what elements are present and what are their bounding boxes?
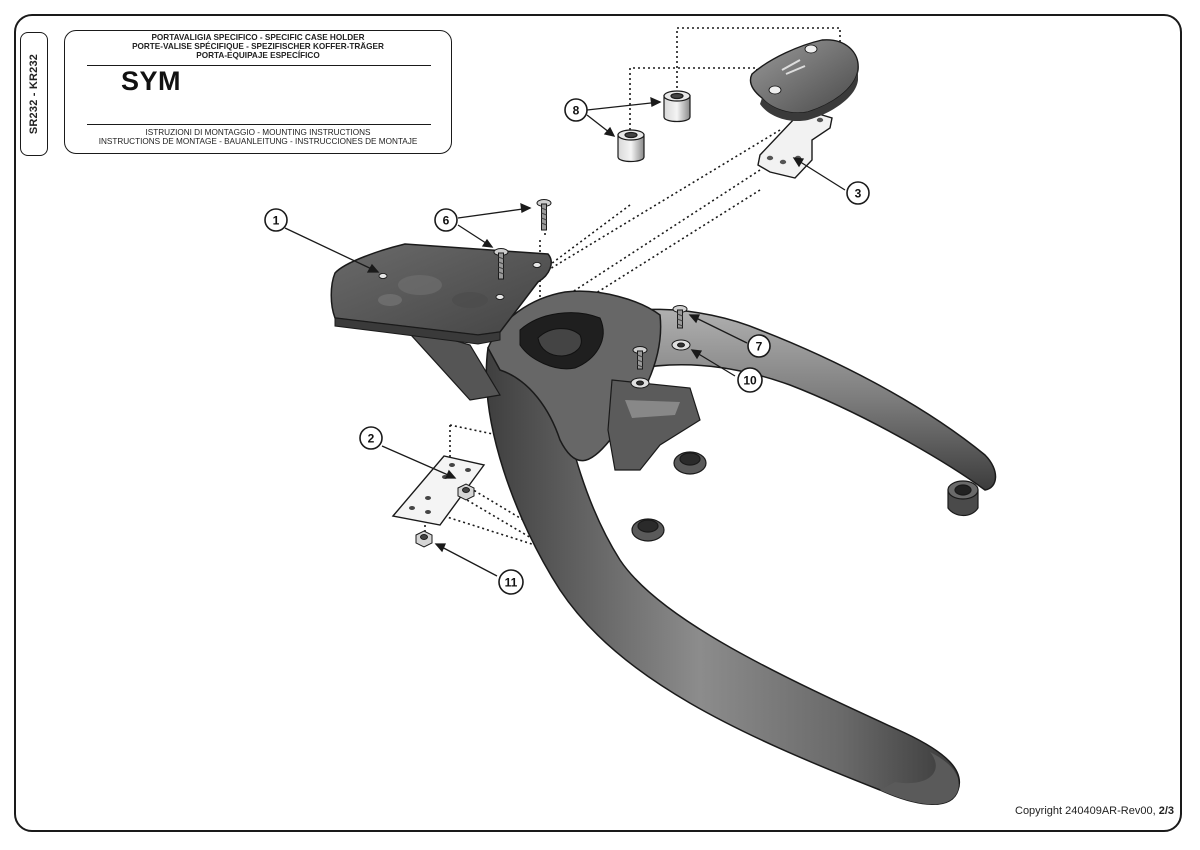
- svg-text:10: 10: [743, 374, 757, 388]
- svg-text:7: 7: [756, 340, 763, 354]
- part-1-top-plate: [330, 243, 552, 345]
- frame-mount-bushings: [631, 451, 979, 542]
- part-10-washers: [630, 339, 691, 389]
- callout-7: 7: [747, 334, 771, 358]
- page-number: 2/3: [1158, 805, 1174, 817]
- svg-text:3: 3: [855, 187, 862, 201]
- title-block: PORTAVALIGIA SPECIFICO - SPECIFIC CASE H…: [64, 30, 452, 154]
- copyright-text: Copyright 240409AR-Rev00,: [1015, 805, 1159, 817]
- callout-11: 11: [498, 569, 524, 595]
- callout-2: 2: [359, 426, 383, 450]
- leader-lines: [284, 96, 846, 577]
- model-code-tab: SR232 - KR232: [20, 32, 48, 156]
- svg-text:1: 1: [273, 214, 280, 228]
- instructions-line-1: ISTRUZIONI DI MONTAGGIO - MOUNTING INSTR…: [145, 128, 371, 137]
- title-line-1: PORTAVALIGIA SPECIFICO - SPECIFIC CASE H…: [151, 33, 365, 42]
- title-line-3: PORTA-EQUIPAJE ESPECÍFICO: [196, 51, 320, 60]
- title-rule-bottom: [87, 124, 431, 125]
- svg-text:6: 6: [443, 214, 450, 228]
- page-frame: [14, 14, 1182, 832]
- brand-name: SYM: [121, 66, 182, 96]
- part-11-nuts: [415, 483, 475, 548]
- svg-text:2: 2: [368, 432, 375, 446]
- copyright-footer: Copyright 240409AR-Rev00, 2/3: [1015, 805, 1174, 817]
- case-holder-frame: [400, 290, 997, 805]
- callout-1: 1: [264, 208, 288, 232]
- title-line-2: PORTE-VALISE SPÉCIFIQUE - SPEZIFISCHER K…: [132, 42, 384, 51]
- part-3-rear-plate: [749, 39, 859, 179]
- title-rule-top: [87, 65, 431, 66]
- instructions-line-2: INSTRUCTIONS DE MONTAGE - BAUANLEITUNG -…: [98, 137, 418, 146]
- svg-text:11: 11: [505, 576, 518, 590]
- part-6-screws: [493, 199, 552, 280]
- callout-6: 6: [434, 208, 458, 232]
- svg-text:8: 8: [573, 104, 580, 118]
- part-2-lower-plate: [391, 455, 486, 526]
- callout-3: 3: [846, 181, 870, 205]
- part-8-spacers: [617, 90, 691, 163]
- callout-8: 8: [564, 98, 588, 122]
- part-7-screws: [632, 305, 688, 370]
- callout-10: 10: [737, 367, 763, 393]
